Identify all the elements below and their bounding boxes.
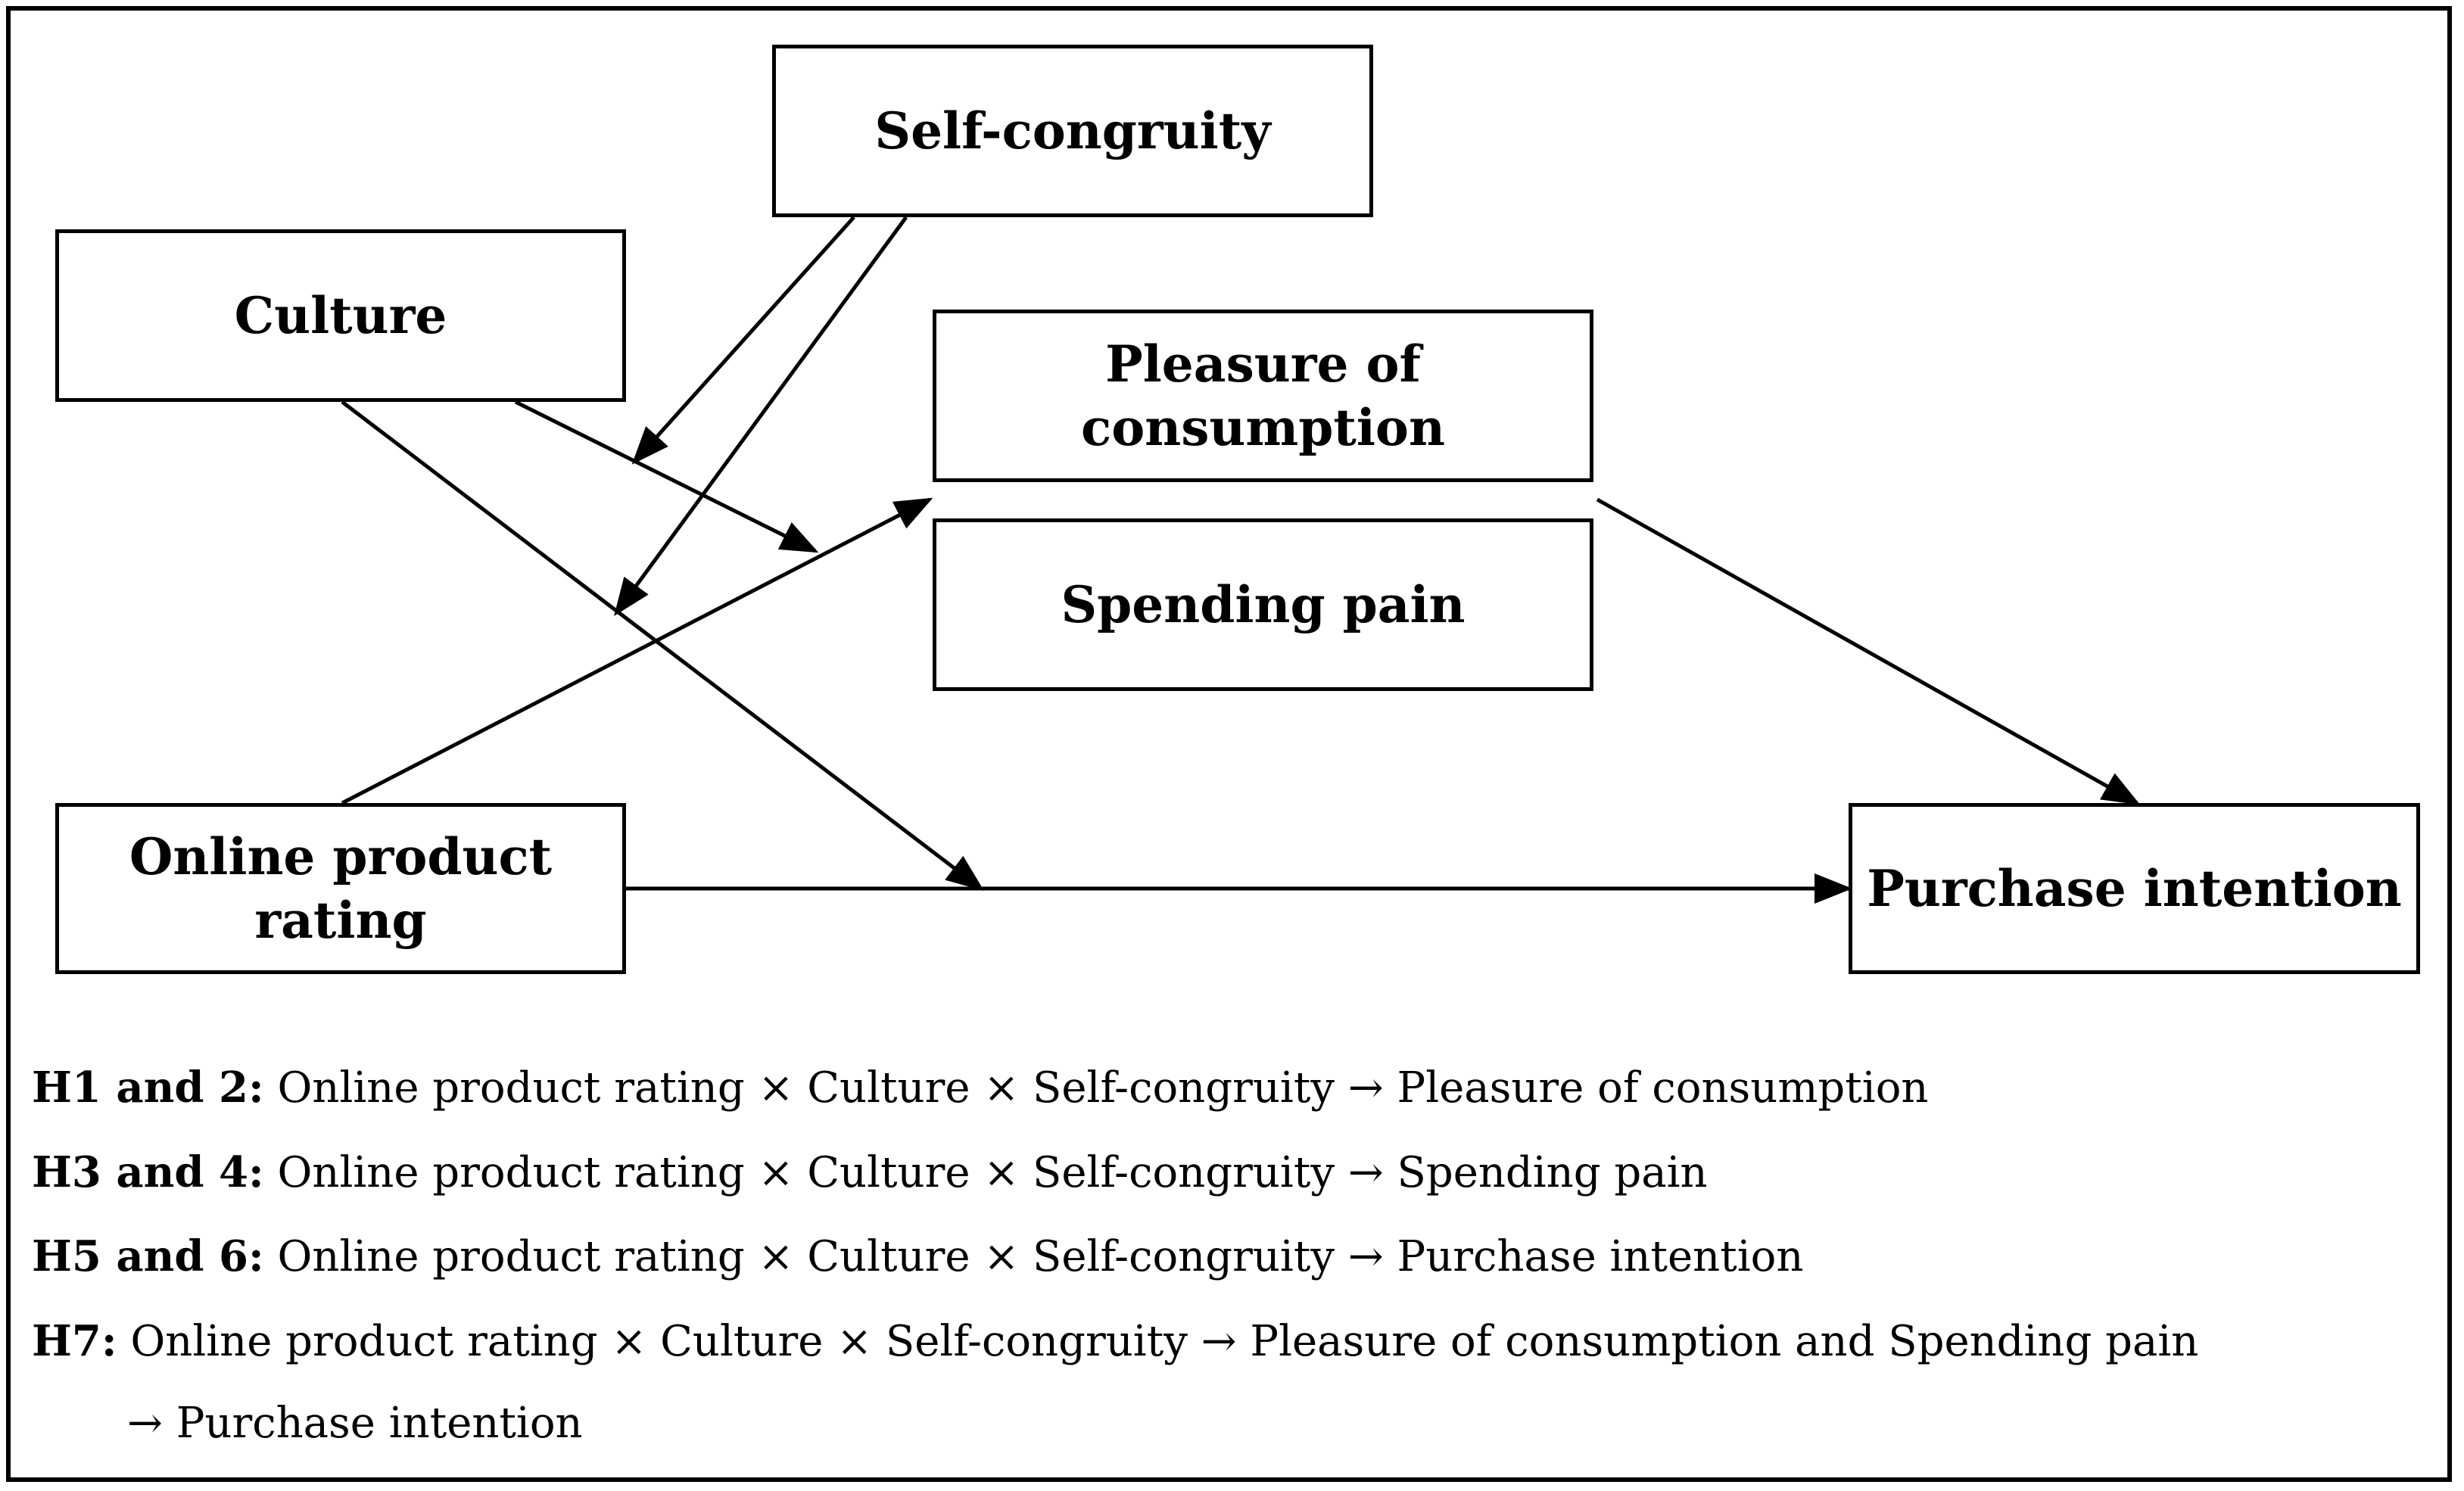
hypothesis-label: H1 and 2: xyxy=(32,1063,264,1113)
node-pleasure-of-consumption: Pleasure of consumption xyxy=(933,310,1593,482)
hypothesis-text: Online product rating × Culture × Self-c… xyxy=(277,1232,1804,1281)
node-self-congruity-label: Self-congruity xyxy=(874,101,1271,160)
hypothesis-label: H7: xyxy=(32,1316,117,1366)
hypothesis-text: Online product rating × Culture × Self-c… xyxy=(277,1063,1929,1113)
hypothesis-h5-h6: H5 and 6: Online product rating × Cultur… xyxy=(32,1230,1803,1284)
hypothesis-text: Online product rating × Culture × Self-c… xyxy=(277,1148,1708,1197)
figure-frame xyxy=(6,6,2452,1482)
node-self-congruity: Self-congruity xyxy=(772,45,1373,217)
arrow-self-to-culture-purchase-path xyxy=(614,216,908,617)
node-culture-label: Culture xyxy=(234,286,447,345)
hypothesis-h7: H7: Online product rating × Culture × Se… xyxy=(32,1315,2198,1368)
hypothesis-text: Online product rating × Culture × Self-c… xyxy=(130,1317,2199,1366)
arrow-pleasure-to-purchase xyxy=(1596,497,2141,805)
hypothesis-h3-h4: H3 and 4: Online product rating × Cultur… xyxy=(32,1146,1708,1200)
hypothesis-h7-continuation: → Purchase intention xyxy=(127,1397,583,1450)
node-online-product-rating: Online product rating xyxy=(55,803,626,974)
node-spending-pain: Spending pain xyxy=(933,518,1593,691)
hypothesis-h1-h2: H1 and 2: Online product rating × Cultur… xyxy=(32,1061,1928,1115)
arrow-culture-to-rating-pleasure-path xyxy=(514,400,819,553)
node-spending-pain-label: Spending pain xyxy=(1061,575,1466,634)
hypothesis-label: H3 and 4: xyxy=(32,1147,264,1197)
arrow-self-to-culture-pleasure-path xyxy=(631,216,855,465)
node-culture: Culture xyxy=(55,229,626,402)
arrow-culture-to-rating-purchase-path xyxy=(341,400,984,892)
arrow-rating-to-pleasure xyxy=(341,497,933,805)
hypothesis-text: → Purchase intention xyxy=(127,1399,583,1448)
hypothesis-label: H5 and 6: xyxy=(32,1231,264,1281)
node-pleasure-label: Pleasure of consumption xyxy=(1081,335,1445,457)
node-purchase-intention: Purchase intention xyxy=(1849,803,2420,974)
node-online-rating-label: Online product rating xyxy=(129,827,553,950)
node-purchase-intention-label: Purchase intention xyxy=(1867,859,2402,918)
